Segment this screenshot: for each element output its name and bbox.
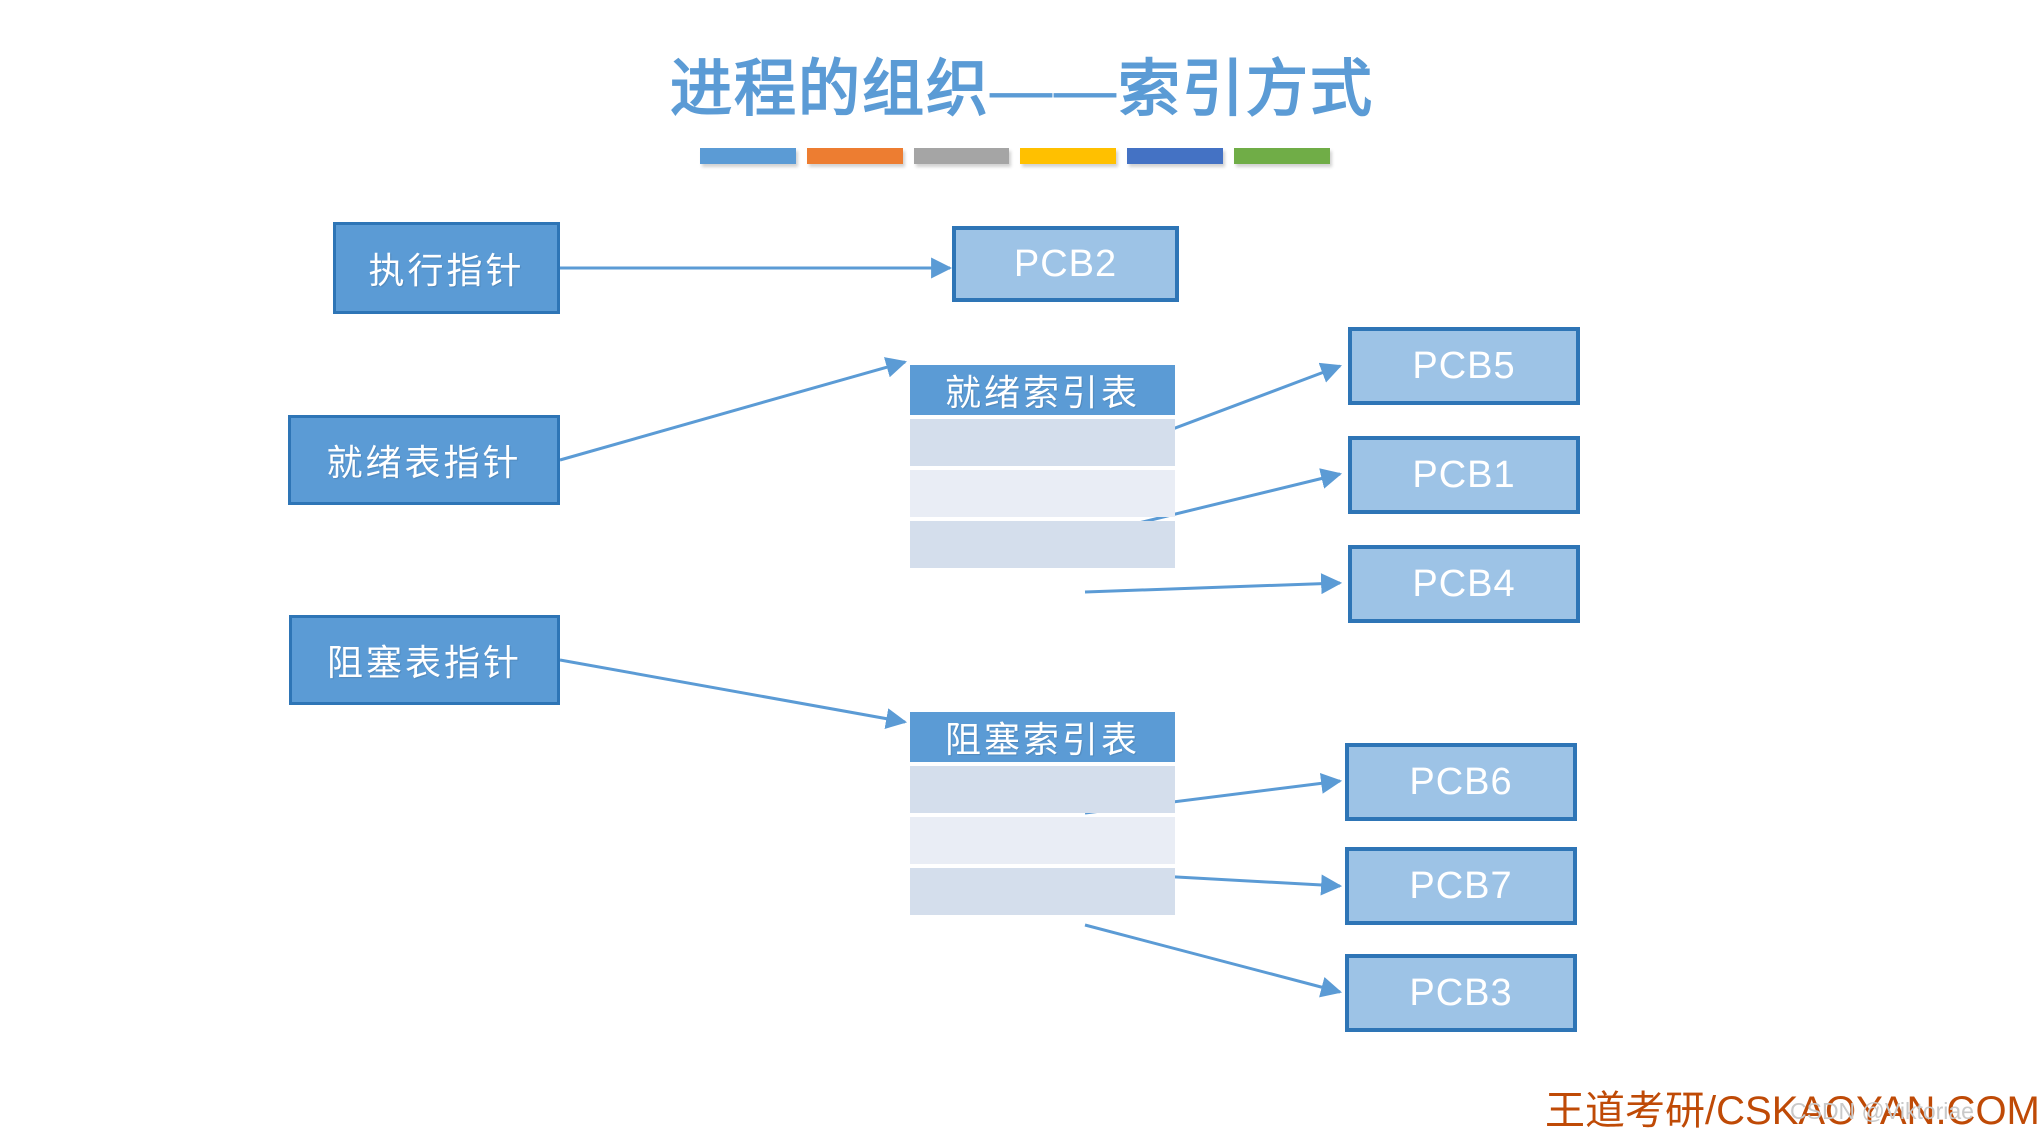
pcb-box-blocked-2[interactable]: PCB7 [1345, 847, 1577, 925]
arrow-blocked-pointer-to-blocked-table [559, 658, 908, 729]
title-bar-orange [806, 148, 903, 164]
csdn-watermark: CSDN @Viktoriae [1790, 1098, 1974, 1124]
arrow-blocked-row-3-to-pcb3 [1084, 923, 1343, 998]
ready-index-table: 就绪索引表 [910, 365, 1175, 568]
ready-index-table-row-1[interactable] [910, 419, 1175, 466]
footer-brand: 王道考研/CSKAOYAN.COM [1545, 1078, 2040, 1136]
pcb-box-running[interactable]: PCB2 [952, 226, 1179, 302]
pcb-box-ready-2-label: PCB1 [1412, 453, 1516, 496]
pcb-box-blocked-1[interactable]: PCB6 [1345, 743, 1577, 821]
ready-index-table-row-2[interactable] [910, 470, 1175, 517]
pcb-box-blocked-1-label: PCB6 [1409, 760, 1513, 803]
pointer-box-blocked-label: 阻塞表指针 [326, 643, 522, 683]
blocked-index-table: 阻塞索引表 [910, 712, 1175, 915]
pcb-box-ready-2[interactable]: PCB1 [1348, 436, 1580, 514]
title-bar-green [1234, 148, 1330, 164]
blocked-index-table-row-3[interactable] [910, 868, 1175, 915]
ready-index-table-header: 就绪索引表 [910, 365, 1175, 415]
title-bar-yellow [1020, 148, 1117, 164]
pcb-box-ready-1-label: PCB5 [1412, 344, 1516, 387]
pcb-box-blocked-3-label: PCB3 [1409, 971, 1513, 1014]
footer-brand-cn: 王道考研 [1545, 1088, 1705, 1133]
pointer-box-ready-label: 就绪表指针 [326, 443, 522, 483]
arrow-ready-row-3-to-pcb4 [1084, 573, 1343, 595]
footer-brand-en: CSKAOYAN.COM [1716, 1089, 2040, 1133]
pcb-box-blocked-3[interactable]: PCB3 [1345, 954, 1577, 1032]
blocked-index-table-row-1[interactable] [910, 766, 1175, 813]
blocked-index-table-row-2[interactable] [910, 817, 1175, 864]
page-title: 进程的组织——索引方式 [669, 56, 1374, 124]
pcb-box-ready-1[interactable]: PCB5 [1348, 327, 1580, 405]
title-bar-dark-blue [1127, 148, 1224, 164]
pcb-box-blocked-2-label: PCB7 [1409, 864, 1513, 907]
title-bar-gray [913, 148, 1010, 164]
title-accent-bars [700, 148, 1330, 166]
arrow-ready-pointer-to-ready-table [559, 357, 908, 462]
pointer-box-running[interactable]: 执行指针 [333, 222, 560, 314]
title-bar-blue [700, 148, 796, 164]
ready-index-table-row-3[interactable] [910, 521, 1175, 568]
pointer-box-blocked[interactable]: 阻塞表指针 [289, 615, 560, 705]
pcb-box-running-label: PCB2 [1013, 242, 1118, 285]
pcb-box-ready-3[interactable]: PCB4 [1348, 545, 1580, 623]
pcb-box-ready-3-label: PCB4 [1412, 562, 1516, 605]
footer-brand-separator: / [1705, 1089, 1717, 1133]
pointer-box-ready[interactable]: 就绪表指针 [288, 415, 560, 505]
pointer-box-running-label: 执行指针 [368, 251, 525, 291]
blocked-index-table-header: 阻塞索引表 [910, 712, 1175, 762]
